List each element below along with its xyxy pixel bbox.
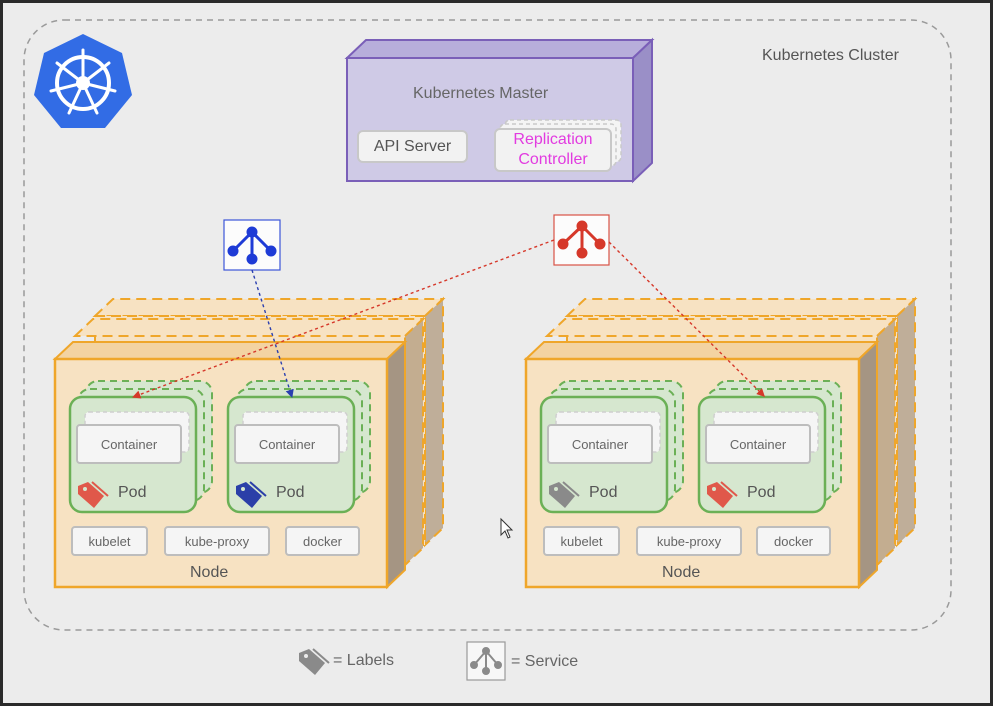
service-icon-red <box>553 214 610 266</box>
kube-proxy-label: kube-proxy <box>184 533 250 549</box>
api-server-label: API Server <box>373 137 452 155</box>
label-tag-icon <box>236 481 267 508</box>
container-box: Container <box>234 424 340 464</box>
kubelet-label: kubelet <box>88 533 131 549</box>
kubelet-label: kubelet <box>560 533 603 549</box>
master-top-face <box>344 39 655 59</box>
node-right-back-side <box>896 296 916 548</box>
replication-controller-label-line-2: Controller <box>518 151 588 168</box>
kubernetes-logo-icon <box>34 34 132 128</box>
mouse-cursor-icon <box>500 517 514 539</box>
container-box: Container <box>705 424 811 464</box>
service-blue-connector <box>251 269 294 399</box>
legend-service-text: = Service <box>511 653 579 670</box>
label-tag-icon <box>78 481 109 508</box>
api-server-box: API Server <box>357 130 468 163</box>
node-left-back-side <box>424 296 444 548</box>
node-right-back-top <box>564 298 918 317</box>
node-label: Node <box>190 564 229 581</box>
node-right-top-face <box>523 341 880 360</box>
service-icon-blue <box>223 219 281 271</box>
logo-wheel-spokes <box>49 48 117 115</box>
node-label: Node <box>662 564 701 581</box>
docker-box: docker <box>285 526 360 556</box>
pod-label: Pod <box>589 484 618 501</box>
replication-controller-label-line-1: Replication <box>513 131 593 148</box>
kube-proxy-box: kube-proxy <box>164 526 270 556</box>
kubelet-box: kubelet <box>543 526 620 556</box>
master-side-face <box>632 37 653 184</box>
legend-labels-text: = Labels <box>333 652 394 669</box>
docker-label: docker <box>773 533 814 549</box>
pod-label: Pod <box>747 484 776 501</box>
container-label: Container <box>729 436 787 452</box>
label-tag-icon <box>549 481 580 508</box>
legend-service-icon <box>466 641 506 681</box>
legend-label-tag-icon <box>299 648 330 675</box>
container-box: Container <box>76 424 182 464</box>
node-left-mid-top <box>72 318 426 337</box>
container-box: Container <box>547 424 653 464</box>
kubelet-box: kubelet <box>71 526 148 556</box>
container-label: Container <box>100 436 158 452</box>
node-left-mid-side <box>404 316 424 568</box>
container-label: Container <box>258 436 316 452</box>
cluster-boundary <box>23 19 952 631</box>
kube-proxy-box: kube-proxy <box>636 526 742 556</box>
node-left-side-face <box>386 339 406 590</box>
container-label: Container <box>571 436 629 452</box>
docker-label: docker <box>302 533 343 549</box>
label-tag-icon <box>707 481 738 508</box>
node-right-mid-side <box>876 316 896 568</box>
node-left-top-face <box>52 341 408 360</box>
node-right-side-face <box>858 339 878 590</box>
pod-label: Pod <box>276 484 305 501</box>
pod-label: Pod <box>118 484 147 501</box>
replication-controller-box: Replication Controller <box>494 128 612 172</box>
master-title: Kubernetes Master <box>413 85 549 102</box>
node-right-mid-top <box>544 318 898 337</box>
docker-box: docker <box>756 526 831 556</box>
service-red-connector-left <box>132 239 555 399</box>
cluster-title: Kubernetes Cluster <box>762 47 899 64</box>
kube-proxy-label: kube-proxy <box>656 533 722 549</box>
